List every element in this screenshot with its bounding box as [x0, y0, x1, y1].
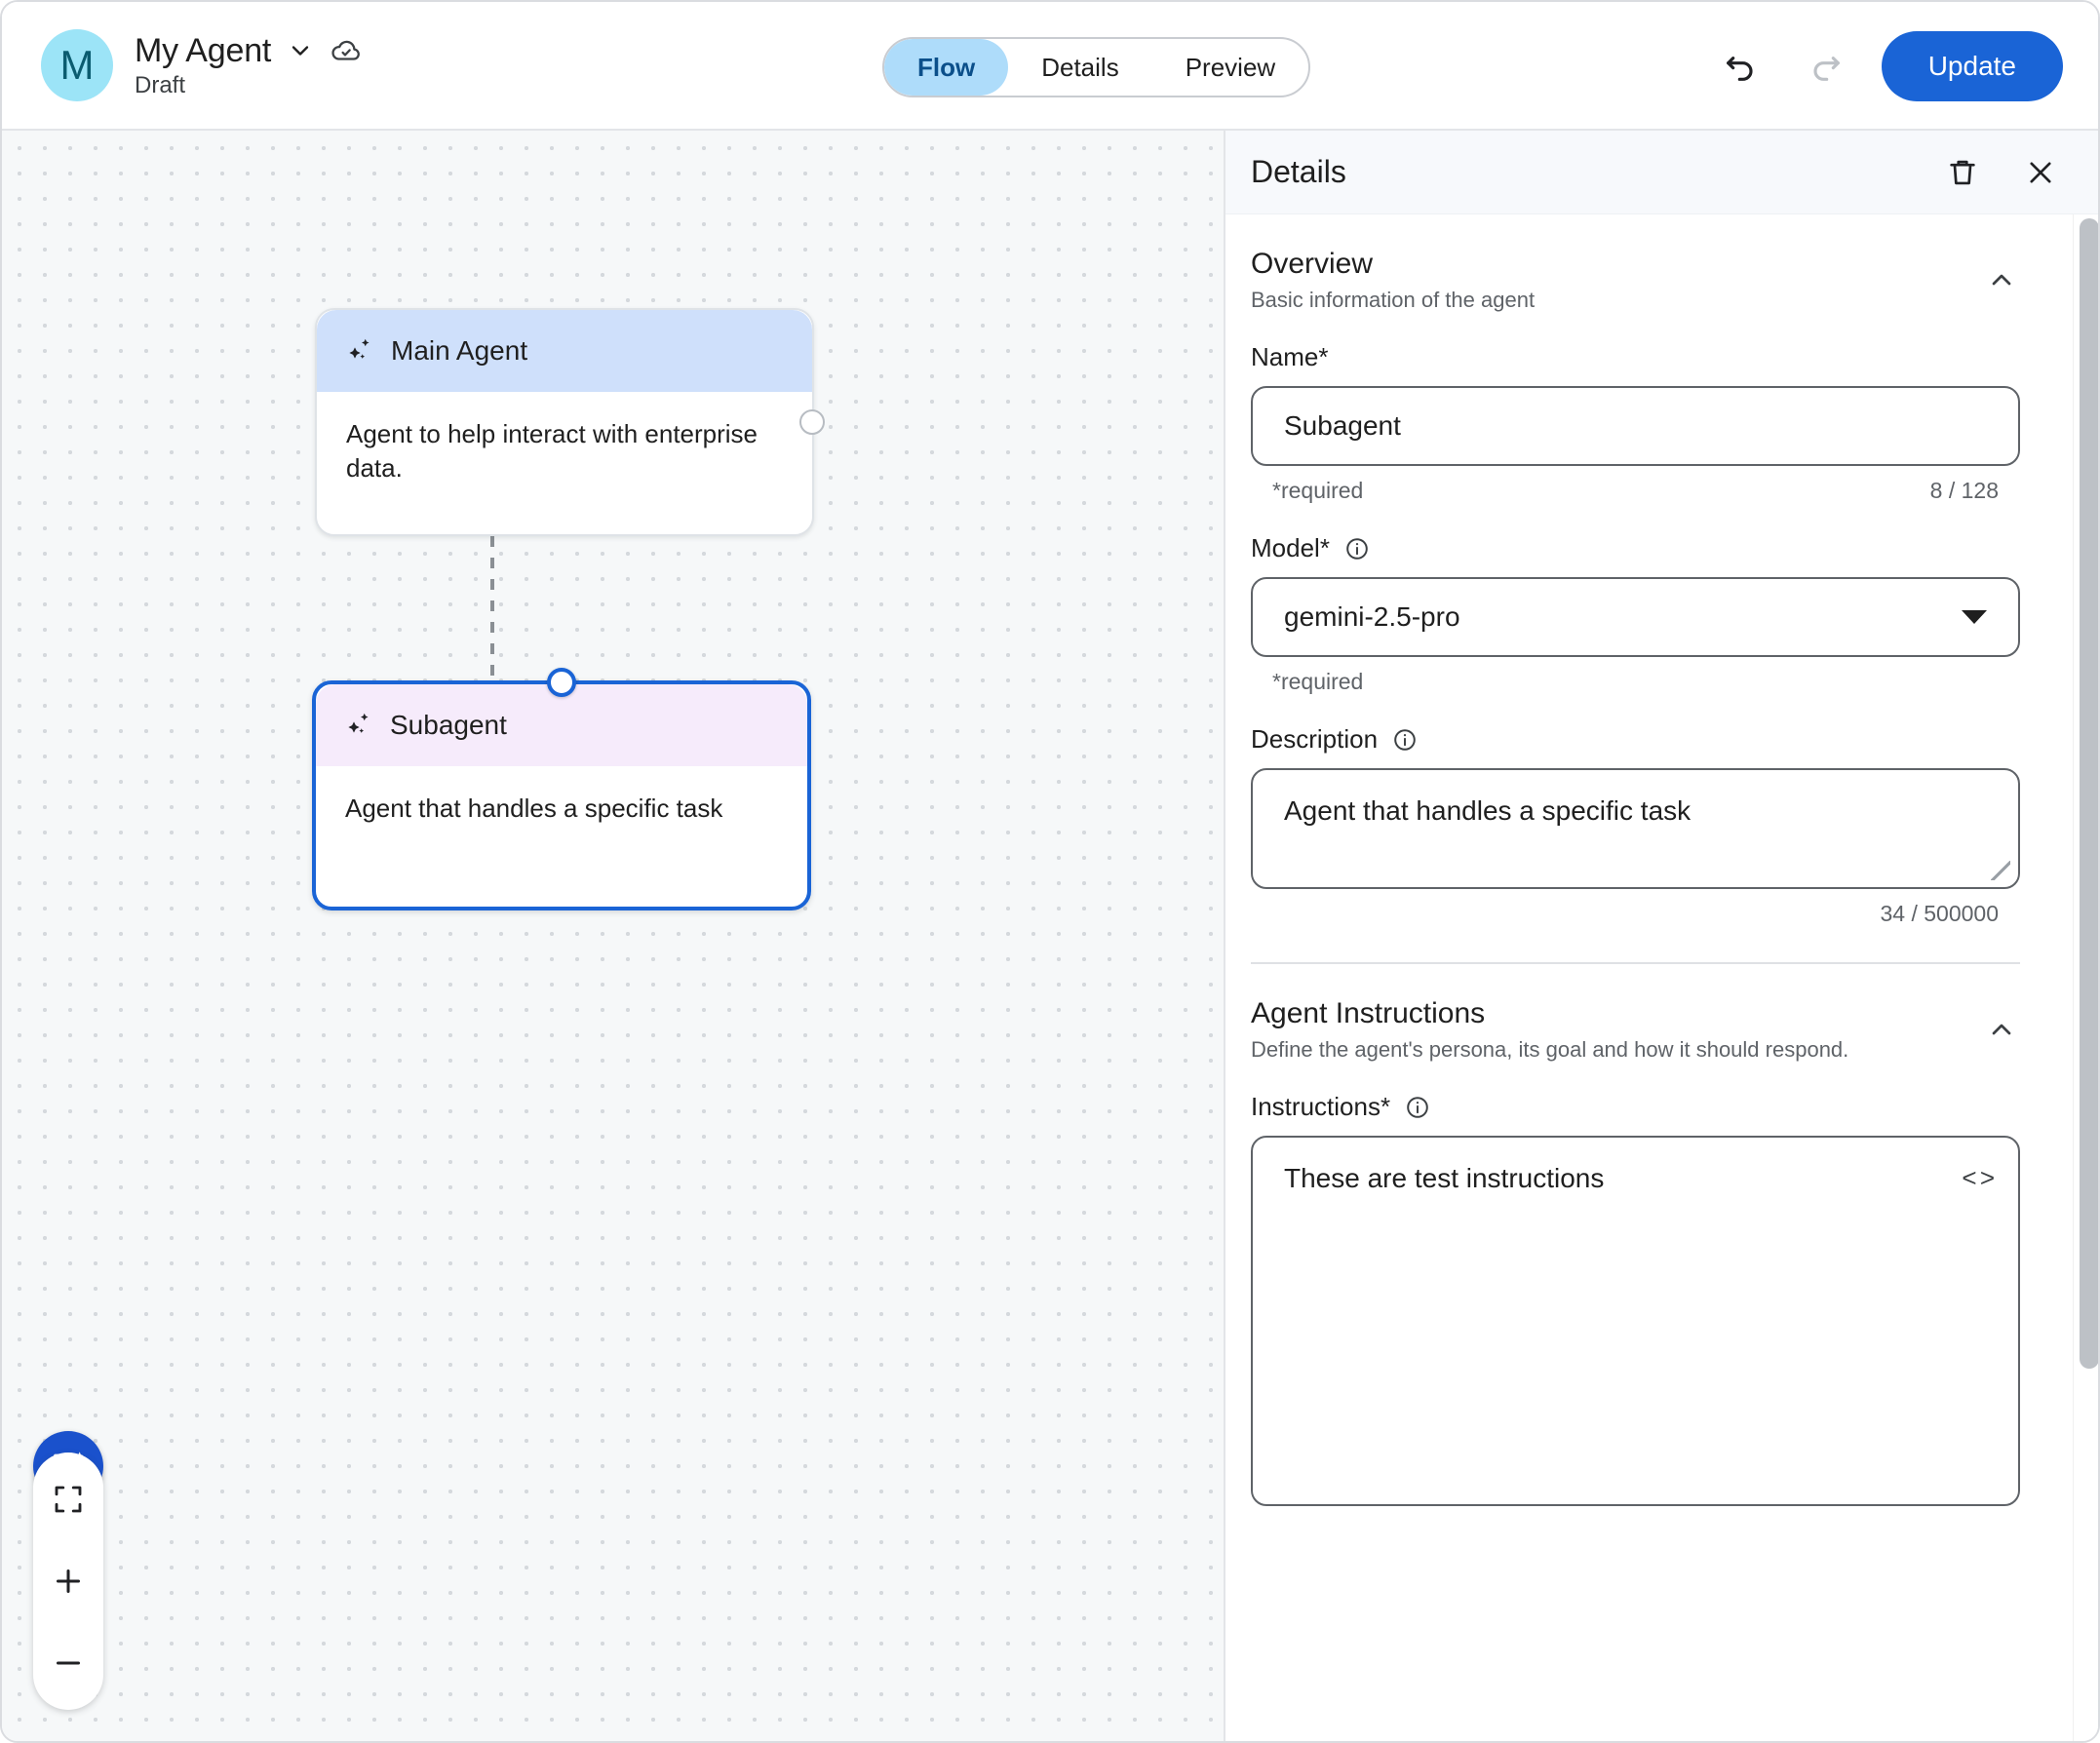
instructions-subtitle: Define the agent's persona, its goal and…: [1251, 1037, 1849, 1062]
chevron-down-icon[interactable]: [287, 37, 314, 64]
name-required-hint: *required: [1272, 478, 1364, 503]
node-description: Agent that handles a specific task: [316, 766, 807, 907]
model-field-label: Model*: [1251, 533, 2020, 563]
tab-details[interactable]: Details: [1041, 52, 1119, 82]
description-field-label: Description: [1251, 724, 2020, 755]
node-title: Subagent: [390, 710, 507, 740]
resize-handle[interactable]: [1991, 861, 2010, 880]
instructions-title: Agent Instructions: [1251, 997, 1486, 1029]
code-brackets-icon[interactable]: < >: [1962, 1163, 1995, 1192]
cloud-saved-icon: [330, 34, 363, 67]
description-char-counter: 34 / 500000: [1880, 901, 1999, 926]
canvas-zoom-controls: [33, 1452, 103, 1710]
trash-icon[interactable]: [1940, 150, 1985, 195]
instructions-value: These are test instructions: [1284, 1163, 1605, 1193]
info-icon[interactable]: [1404, 1094, 1431, 1121]
status-badge: Draft: [135, 71, 186, 98]
caret-down-icon: [1962, 610, 1987, 624]
model-select[interactable]: gemini-2.5-pro: [1251, 577, 2020, 657]
avatar: M: [41, 29, 113, 101]
name-helper-row: *required 8 / 128: [1251, 478, 2020, 504]
title-row: My Agent: [135, 32, 363, 70]
section-divider: [1251, 962, 2020, 964]
plus-icon[interactable]: [45, 1558, 92, 1605]
flow-node-main-agent[interactable]: Main Agent Agent to help interact with e…: [315, 308, 825, 536]
tab-preview[interactable]: Preview: [1185, 52, 1276, 82]
instructions-field-group: Instructions* These are test instruction…: [1251, 1092, 2020, 1506]
node-header: Subagent: [316, 684, 807, 766]
model-helper-row: *required: [1251, 669, 2020, 695]
fit-view-icon[interactable]: [45, 1476, 92, 1523]
details-panel: Details Overview: [1224, 131, 2098, 1741]
page-title: My Agent: [135, 31, 272, 69]
info-icon[interactable]: [1343, 535, 1371, 562]
name-char-counter: 8 / 128: [1929, 478, 1999, 503]
node-inner: Subagent Agent that handles a specific t…: [316, 684, 807, 907]
instructions-label-text: Instructions*: [1251, 1092, 1391, 1121]
model-required-hint: *required: [1272, 669, 1364, 694]
flow-node-subagent[interactable]: Subagent Agent that handles a specific t…: [312, 668, 811, 910]
title-block: My Agent Draft: [135, 32, 363, 99]
flow-canvas[interactable]: Main Agent Agent to help interact with e…: [2, 131, 1224, 1741]
undo-icon[interactable]: [1714, 39, 1769, 94]
name-field-group: Name* Subagent *required 8 / 128: [1251, 342, 2020, 504]
node-input-handle[interactable]: [547, 668, 576, 697]
node-output-handle[interactable]: [799, 409, 825, 435]
sparkle-icon: [345, 711, 374, 740]
model-field-group: Model* gemini-2.5-pro *required: [1251, 533, 2020, 695]
chevron-up-icon[interactable]: [1983, 1011, 2020, 1048]
redo-icon[interactable]: [1798, 39, 1852, 94]
overview-section-header: Overview Basic information of the agent: [1251, 214, 2020, 313]
description-helper-row: 34 / 500000: [1251, 901, 2020, 927]
details-panel-title: Details: [1251, 154, 1346, 189]
description-field-group: Description Agent that handles a specifi…: [1251, 724, 2020, 927]
panel-scrollbar-track[interactable]: [2073, 214, 2098, 1741]
top-bar: M My Agent Draft Flo: [2, 2, 2098, 131]
info-icon[interactable]: [1391, 726, 1419, 754]
view-tabs: Flow Details Preview: [882, 37, 1311, 97]
description-textarea[interactable]: Agent that handles a specific task: [1251, 768, 2020, 889]
overview-subtitle: Basic information of the agent: [1251, 288, 1536, 312]
instructions-section-header: Agent Instructions Define the agent's pe…: [1251, 964, 2020, 1063]
close-icon[interactable]: [2018, 150, 2063, 195]
node-header: Main Agent: [317, 310, 812, 392]
details-panel-actions: [1940, 150, 2063, 195]
instructions-textarea[interactable]: These are test instructions < >: [1251, 1136, 2020, 1506]
node-title: Main Agent: [391, 335, 528, 366]
tab-flow[interactable]: Flow: [884, 39, 1009, 96]
model-selected-value: gemini-2.5-pro: [1284, 601, 1460, 632]
overview-title: Overview: [1251, 248, 1374, 280]
node-connector-edge: [490, 536, 494, 682]
details-panel-content: Overview Basic information of the agent …: [1225, 214, 2059, 1741]
description-value: Agent that handles a specific task: [1284, 795, 1692, 826]
description-label-text: Description: [1251, 724, 1379, 754]
top-bar-actions: Update: [1714, 2, 2063, 131]
name-label-text: Name*: [1251, 342, 1329, 371]
agent-brand: M My Agent Draft: [41, 29, 363, 101]
node-description: Agent to help interact with enterprise d…: [317, 392, 812, 534]
update-button[interactable]: Update: [1881, 31, 2063, 101]
details-panel-header: Details: [1225, 131, 2098, 214]
name-input[interactable]: Subagent: [1251, 386, 2020, 466]
instructions-field-label: Instructions*: [1251, 1092, 2020, 1122]
instructions-section-text: Agent Instructions Define the agent's pe…: [1251, 997, 1983, 1063]
model-label-text: Model*: [1251, 533, 1330, 562]
name-field-label: Name*: [1251, 342, 2020, 372]
minus-icon[interactable]: [45, 1640, 92, 1686]
chevron-up-icon[interactable]: [1983, 261, 2020, 298]
node-inner: Main Agent Agent to help interact with e…: [317, 310, 812, 534]
panel-scrollbar-thumb[interactable]: [2080, 218, 2098, 1369]
overview-section-text: Overview Basic information of the agent: [1251, 248, 1983, 313]
sparkle-icon: [346, 336, 375, 366]
